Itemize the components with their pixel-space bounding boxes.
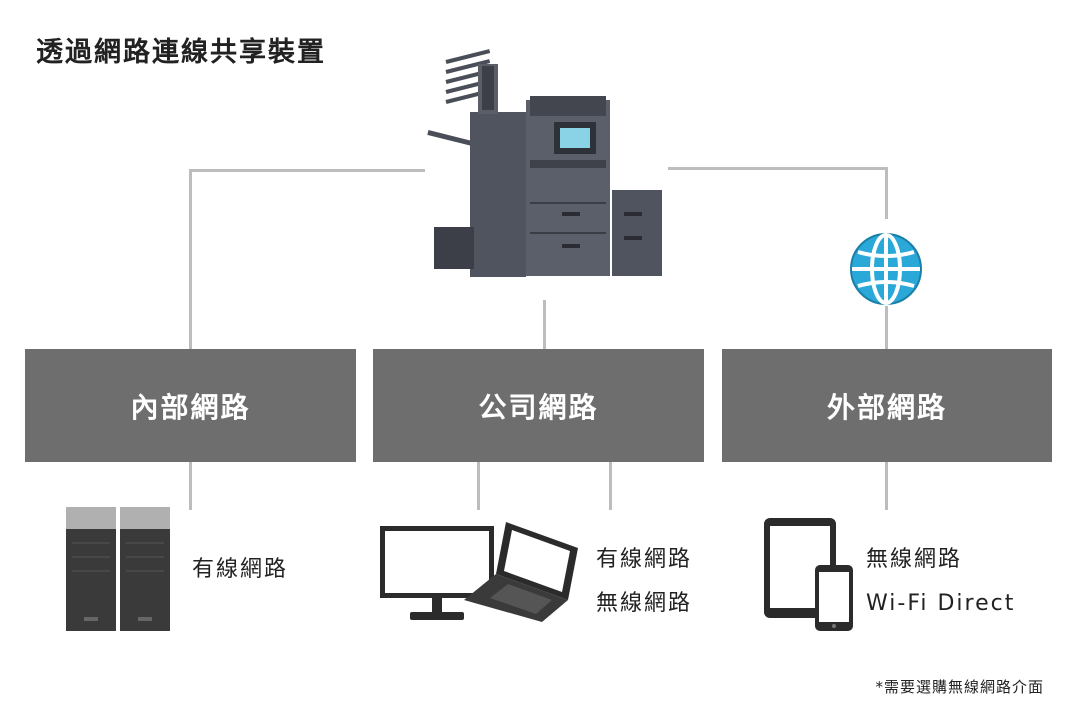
- internal-device-label-wired: 有線網路: [192, 557, 289, 582]
- connector-corporate-down-left: [477, 462, 480, 510]
- multifunction-printer-icon: [427, 49, 662, 277]
- corporate-device-label-wireless: 無線網路: [596, 591, 693, 616]
- corporate-network-box: 公司網路: [373, 349, 704, 462]
- server-tower-icon: [66, 507, 170, 631]
- internal-network-box: 內部網路: [25, 349, 356, 462]
- connector-left-vertical: [189, 169, 192, 349]
- globe-icon: [850, 233, 922, 305]
- smartphone-icon: [815, 565, 853, 631]
- connector-right-vertical-bottom: [885, 306, 888, 349]
- page-title: 透過網路連線共享裝置: [36, 37, 326, 68]
- laptop-icon: [464, 522, 578, 622]
- connector-external-down: [885, 462, 888, 510]
- connector-right-vertical-top: [885, 167, 888, 219]
- corporate-device-label-wired: 有線網路: [596, 547, 693, 572]
- external-device-label-wifi-direct: Wi-Fi Direct: [866, 591, 1016, 616]
- external-network-box: 外部網路: [722, 349, 1052, 462]
- monitor-icon: [380, 526, 494, 620]
- connector-internal-down: [189, 462, 192, 510]
- connector-center-vertical: [543, 300, 546, 349]
- connector-left-horizontal: [189, 169, 425, 172]
- footnote: *需要選購無線網路介面: [875, 678, 1044, 696]
- external-device-label-wireless: 無線網路: [866, 547, 963, 572]
- connector-corporate-down-right: [609, 462, 612, 510]
- connector-right-horizontal: [668, 167, 888, 170]
